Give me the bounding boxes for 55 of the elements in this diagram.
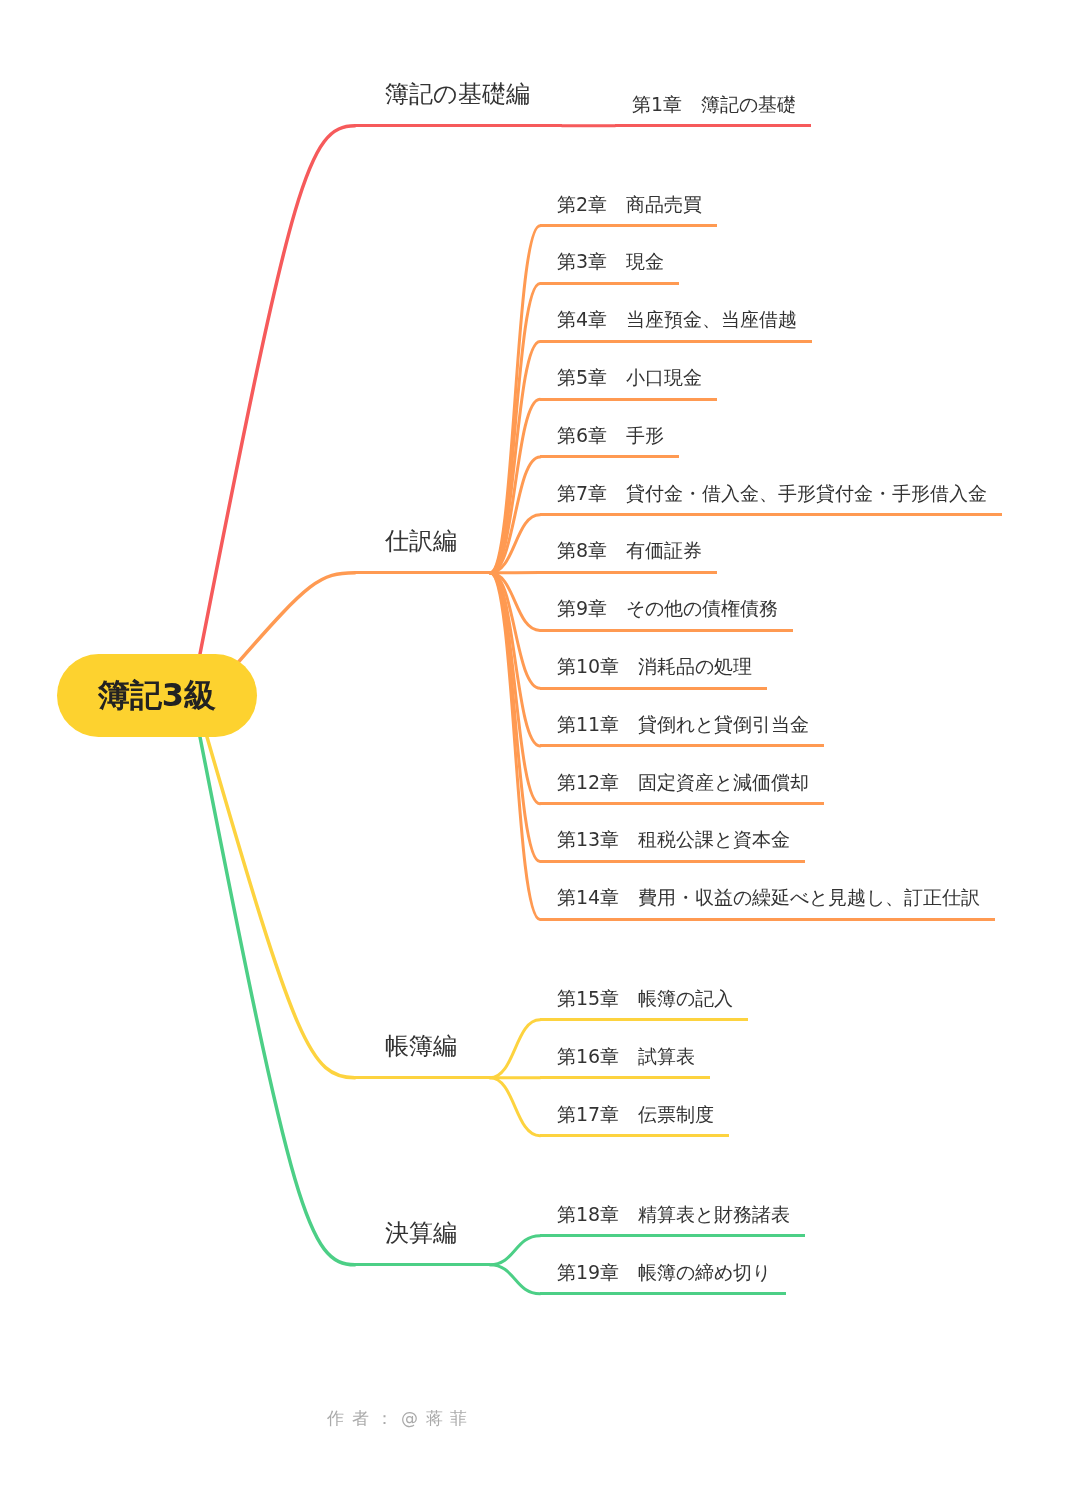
central-topic-title: 簿記3級 [97,676,217,715]
branch-title: 仕訳編 [385,526,457,556]
chapter-title: 第13章 租税公課と資本金 [557,828,791,852]
chapter-topic [540,423,680,459]
chapter-title: 第16章 試算表 [557,1044,696,1068]
chapter-topic [540,1260,787,1296]
chapter-topic [540,828,806,864]
chapter-topic [540,1102,730,1138]
chapter-topic [540,597,794,632]
chapter-title: 第9章 その他の債権債務 [557,597,779,620]
author-credit: 作者：@蒋菲 [327,1407,475,1430]
chapter-title: 第7章 貸付金・借入金、手形貸付金・手形借入金 [557,481,988,505]
chapter-title: 第5章 小口現金 [557,365,703,389]
chapter-title: 第18章 精算表と財務諸表 [557,1202,791,1226]
chapter-topic [540,886,996,921]
chapter-title: 第4章 当座預金、当座借越 [557,308,798,331]
chapter-topic [540,365,718,401]
branch-line [198,124,357,656]
chapter-title: 第10章 消耗品の処理 [557,654,753,678]
chapter-topic [540,308,813,343]
branch-topic [355,79,562,128]
branch-topic [355,1218,490,1267]
branch-title: 帳簿編 [385,1031,457,1061]
chapter-title: 第19章 帳簿の締め切り [557,1260,772,1284]
chapter-topic [540,539,718,575]
branch-title: 決算編 [385,1218,457,1248]
chapter-topic [615,92,812,128]
chapter-topic [540,770,825,806]
chapter-title: 第12章 固定資産と減価償却 [557,770,810,794]
branch-topic [355,1031,490,1080]
chapter-title: 第11章 貸倒れと貸倒引当金 [557,712,810,736]
branch-line [560,124,617,128]
chapter-title: 第8章 有価証券 [557,539,703,563]
chapter-title: 第15章 帳簿の記入 [557,986,734,1010]
chapter-topic [540,986,749,1022]
chapter-title: 第2章 商品売買 [557,192,703,216]
chapter-topic [540,654,768,690]
branch-line [488,1263,542,1296]
chapter-topic [540,481,1003,517]
branch-title: 簿記の基礎編 [385,79,530,109]
chapter-topic [540,192,718,228]
branch-line [237,571,357,664]
chapter-topic [540,1202,806,1238]
chapter-title: 第14章 費用・収益の繰延べと見越し、訂正仕訳 [557,886,981,909]
chapter-title: 第3章 現金 [557,250,665,274]
chapter-topic [540,1044,711,1080]
branch-line [205,735,357,1080]
chapter-topic [540,250,680,286]
chapter-title: 第1章 簿記の基礎 [632,92,797,116]
branch-line [198,735,357,1267]
branch-topic [355,526,490,575]
chapter-title: 第17章 伝票制度 [557,1102,715,1126]
chapter-title: 第6章 手形 [557,423,665,447]
branch-line [488,1076,542,1138]
chapter-topic [540,712,825,748]
